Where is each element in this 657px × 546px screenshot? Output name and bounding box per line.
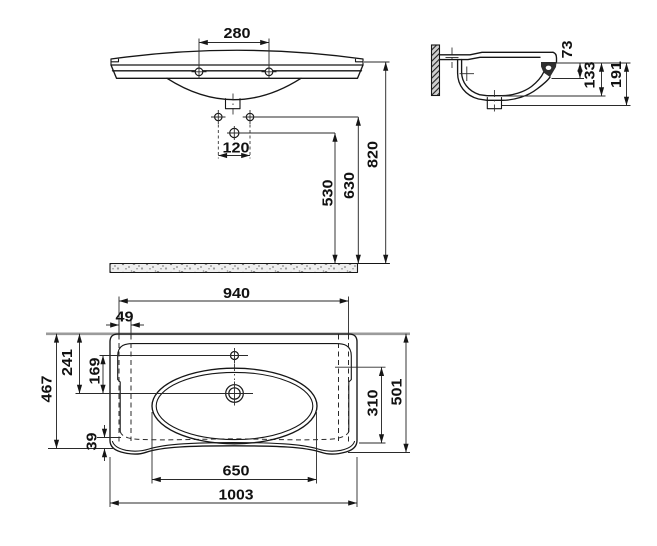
floor-outline: [109, 262, 391, 274]
dim-940-label: 940: [223, 285, 250, 302]
plan-hidden-mount-lines: [118, 334, 349, 443]
plan-front-rim-inner-edge: [111, 440, 356, 452]
side-view: 73 133 191: [430, 41, 631, 114]
dim-530-label: 530: [320, 180, 337, 207]
dim-120-label: 120: [223, 140, 250, 157]
dim-820-label: 820: [365, 141, 382, 168]
dim-650-label: 650: [223, 463, 250, 480]
plan-hidden-front-edge: [119, 431, 350, 441]
plan-faucet-crosshair: [227, 348, 242, 364]
dim-73-label: 73: [559, 41, 576, 59]
dim-630-label: 630: [341, 172, 358, 199]
dim-310-label: 310: [365, 390, 382, 417]
side-overflow-hole: [545, 65, 552, 71]
bolt-hole-left-crosshair: [211, 110, 226, 124]
front-rim-band: [110, 64, 364, 79]
dim-467-label: 467: [39, 376, 56, 403]
dim-133-label: 133: [582, 62, 599, 89]
front-rim-end-caps: [110, 58, 364, 66]
plan-bowl-inner-oval: [155, 371, 314, 441]
dim-1003-extensions: [109, 457, 358, 507]
faucet-hole-left-crosshair: [191, 64, 207, 79]
dim-280-label: 280: [224, 25, 251, 42]
plan-drain-crosshair: [222, 381, 247, 406]
side-extension-lines: [502, 62, 631, 106]
side-mount-crosshair: [459, 66, 474, 81]
dim-49-label: 49: [116, 309, 134, 326]
side-bowl-inner: [460, 58, 545, 97]
dim-169-label: 169: [87, 358, 104, 385]
side-rim-lines: [438, 51, 554, 61]
plan-view: 940 49 467 241 169 39 310 501 650 1003: [39, 285, 410, 507]
dim-1003-label: 1003: [219, 487, 254, 504]
plan-outer-outline: [109, 333, 358, 455]
floor: [109, 262, 391, 274]
dim-241-label: 241: [59, 349, 76, 376]
side-bowl-outer: [456, 58, 551, 101]
faucet-hole-right-crosshair: [261, 64, 277, 79]
dim-650-extensions: [151, 412, 317, 484]
dim-501-label: 501: [389, 379, 406, 406]
front-view: 280 120 530 630 820: [109, 25, 391, 274]
bolt-hole-right-crosshair: [242, 110, 258, 124]
trap-outlet-crosshair: [227, 126, 242, 140]
front-bowl-curve: [166, 77, 302, 101]
dim-191-label: 191: [608, 61, 625, 88]
dim-120-extension-lines: [217, 124, 251, 159]
floor-speckle-band: [110, 263, 358, 273]
wall-section-hatch: [430, 44, 441, 97]
dim-39-label: 39: [84, 433, 101, 451]
front-rim-top-curve: [110, 49, 364, 60]
dim-940-extensions: [118, 296, 349, 334]
side-rim-right-edge: [552, 51, 558, 63]
